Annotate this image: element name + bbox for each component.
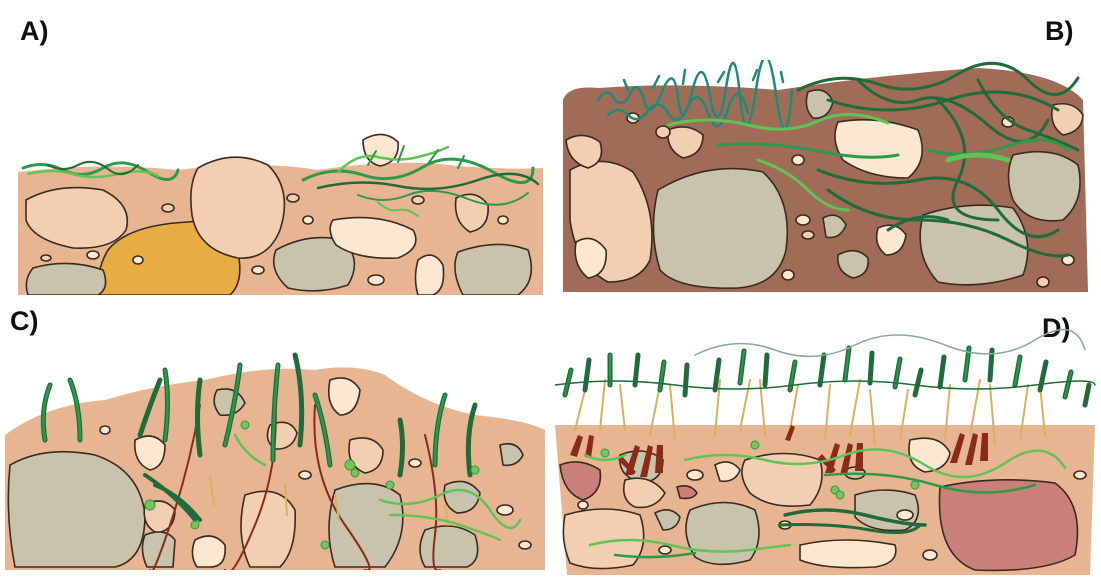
panel-c-illustration — [5, 345, 550, 570]
panel-b-illustration — [558, 60, 1093, 295]
rock-cream — [416, 255, 444, 295]
panel-d-illustration — [555, 325, 1100, 575]
panel-d-soil-profile — [555, 325, 1100, 575]
panel-c-soil-profile — [5, 345, 550, 570]
rock-grey — [26, 263, 105, 295]
rock-cream — [192, 536, 225, 567]
rock-grey — [653, 169, 787, 289]
rock-grey — [455, 244, 531, 295]
rock-grey — [329, 484, 403, 567]
panel-label-a: A) — [20, 18, 49, 45]
rock-cream — [800, 540, 896, 568]
rock-grey — [420, 526, 478, 567]
rock-red — [939, 480, 1077, 571]
rock-grey — [686, 503, 759, 565]
panel-label-b: B) — [1045, 18, 1074, 45]
panel-label-c: C) — [10, 308, 39, 335]
panel-a-soil-profile — [18, 120, 543, 295]
rock-cream — [363, 134, 398, 166]
rock-grey — [142, 532, 175, 567]
panel-a-illustration — [18, 120, 543, 295]
panel-b-soil-profile — [558, 60, 1093, 295]
